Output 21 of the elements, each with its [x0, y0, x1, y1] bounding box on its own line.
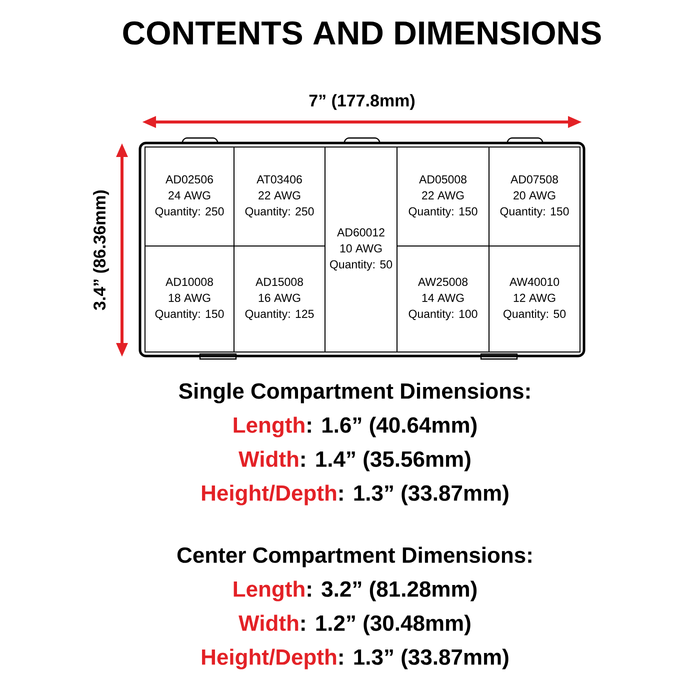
- compartment: AD02506 24 AWG Quantity: 250: [144, 146, 234, 246]
- compartment: AW40010 12 AWG Quantity: 50: [488, 246, 580, 352]
- dimension-spec: Height/Depth: 1.3” (33.87mm): [202, 484, 508, 506]
- dimension-spec: Height/Depth: 1.3” (33.87mm): [202, 648, 508, 670]
- compartment: AD10008 18 AWG Quantity: 150: [144, 246, 234, 352]
- compartment: AW25008 14 AWG Quantity: 100: [396, 246, 490, 352]
- compartment: AD07508 20 AWG Quantity: 150: [488, 146, 580, 246]
- dimension-spec: Width: 1.4” (35.56mm): [238, 450, 470, 472]
- section-heading: Center Compartment Dimensions:: [177, 546, 532, 568]
- dimension-label: 7” (177.8mm): [309, 94, 415, 110]
- compartment: AD60012 10 AWG Quantity: 50: [324, 146, 398, 352]
- organizer-box: [138, 142, 586, 358]
- dimension-spec: Width: 1.2” (30.48mm): [238, 614, 470, 636]
- compartment: AD05008 22 AWG Quantity: 150: [396, 146, 490, 246]
- compartment: AD15008 16 AWG Quantity: 125: [234, 246, 326, 352]
- dimension-label: 3.4” (86.36mm): [93, 190, 109, 310]
- dimension-spec: Length: 3.2” (81.28mm): [234, 580, 477, 602]
- compartment: AT03406 22 AWG Quantity: 250: [234, 146, 326, 246]
- section-heading: Single Compartment Dimensions:: [179, 382, 530, 404]
- title: CONTENTS AND DIMENSIONS: [123, 21, 601, 45]
- dimension-spec: Length: 1.6” (40.64mm): [234, 416, 477, 438]
